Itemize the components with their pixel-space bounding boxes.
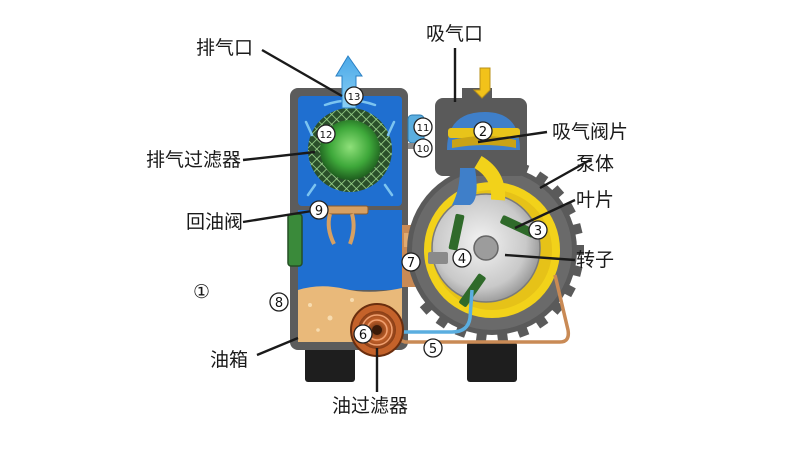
label-oil-tank: 油箱	[210, 349, 248, 371]
number-markers: ① 2 ② 3 ③ 4 ④ 5 ⑤ 6 ⑥ 7 ⑦ 8 ⑧	[193, 86, 548, 358]
marker-5: 5 ⑤	[423, 338, 443, 358]
gear-tooth	[568, 264, 583, 277]
gear-tooth	[475, 328, 488, 342]
gear-tooth	[560, 202, 576, 218]
svg-text:3: 3	[534, 224, 542, 239]
vane-2	[448, 213, 465, 251]
svg-text:11: 11	[417, 123, 430, 134]
gear-tooth	[419, 299, 436, 315]
gear-tooth	[548, 185, 565, 201]
gear-tooth	[548, 299, 565, 315]
intake-arrow	[472, 67, 491, 99]
label-intake-port: 吸气口	[426, 23, 483, 45]
marker-13: 13 ⑬	[344, 86, 364, 106]
right-foot	[467, 342, 517, 382]
svg-text:9: 9	[315, 204, 323, 219]
gear-tooth	[568, 223, 583, 236]
gear-tooth	[560, 282, 576, 298]
label-vane: 叶片	[576, 189, 614, 211]
label-exhaust-port: 排气口	[196, 37, 253, 59]
pump-artwork	[287, 55, 584, 382]
sight-glass	[287, 213, 303, 267]
label-exhaust-filter: 排气过滤器	[146, 149, 241, 171]
label-intake-valve: 吸气阀片	[552, 121, 628, 143]
svg-text:4: 4	[458, 252, 466, 267]
pump-body	[407, 158, 584, 342]
label-oil-filter: 油过滤器	[332, 395, 408, 417]
marker-4: 4 ④	[452, 248, 472, 268]
svg-text:①: ①	[193, 281, 210, 303]
marker-11: 11 ⑪	[413, 117, 433, 137]
svg-text:8: 8	[275, 296, 283, 311]
marker-8: 8 ⑧	[269, 292, 289, 312]
gear-tooth	[515, 323, 530, 338]
gear-tooth	[572, 245, 584, 255]
leader-lines	[242, 48, 591, 392]
gear-tooth	[496, 328, 509, 342]
marker-6: 6 ⑥	[353, 324, 373, 344]
label-oil-return-valve: 回油阀	[186, 211, 243, 233]
label-pump-body: 泵体	[576, 153, 614, 175]
oil-pipe-blue	[402, 289, 474, 334]
label-rotor: 转子	[576, 249, 614, 271]
oil-pipe	[399, 274, 571, 344]
gear-tooth	[533, 312, 549, 329]
left-foot	[305, 342, 355, 382]
svg-text:13: 13	[348, 92, 361, 103]
marker-1: ①	[193, 281, 210, 303]
marker-2: 2 ②	[473, 121, 493, 141]
marker-12: 12 ⑫	[316, 124, 336, 144]
marker-9: 9 ⑨	[309, 200, 329, 220]
gear-tooth	[533, 171, 549, 188]
callout-labels: 排气口 吸气口 吸气阀片 泵体 叶片 转子 排气过滤器 回油阀 油箱 油过滤器	[146, 23, 628, 417]
svg-text:10: 10	[417, 144, 430, 155]
oil-drip	[326, 213, 336, 245]
marker-3: 3 ③	[528, 220, 548, 240]
marker-7: 7 ⑦	[401, 252, 421, 272]
intake-channel	[452, 168, 477, 205]
rotor-hub	[473, 235, 499, 261]
svg-text:2: 2	[479, 125, 487, 140]
svg-text:5: 5	[429, 342, 437, 357]
marker-10: 10 ⑩	[413, 138, 433, 158]
separator-chamber	[298, 210, 402, 290]
svg-text:12: 12	[320, 130, 333, 141]
gear-tooth	[435, 312, 451, 329]
check-valve	[428, 252, 448, 264]
svg-text:7: 7	[407, 256, 415, 271]
svg-text:6: 6	[359, 328, 367, 343]
